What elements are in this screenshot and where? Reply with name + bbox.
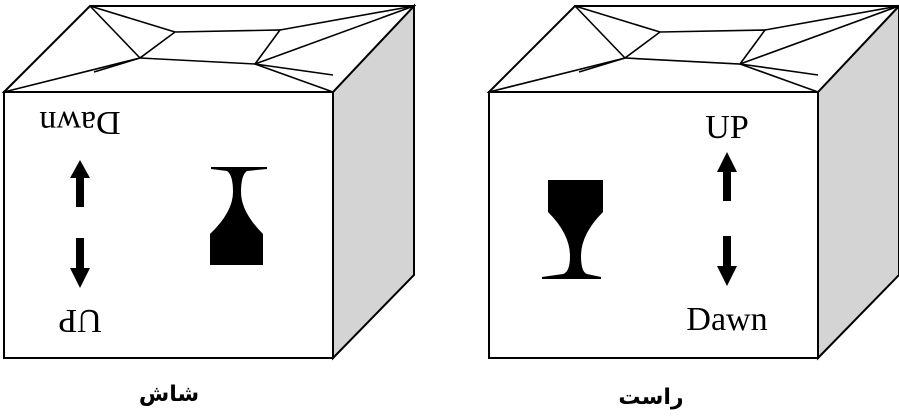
upright-wine-glass-icon xyxy=(542,180,603,279)
box-flap-lines xyxy=(488,5,899,93)
label-bottom-text: UP xyxy=(58,302,101,339)
box-flap-lines xyxy=(3,5,415,93)
label-bottom-text: Dawn xyxy=(686,301,767,338)
caption-wrong: شاش xyxy=(139,382,199,407)
arrow-down-icon xyxy=(70,238,90,288)
label-top-text: Dawn xyxy=(39,104,120,141)
box-front-face xyxy=(3,91,334,359)
arrow-up-icon xyxy=(717,152,737,201)
box-upside-down: Dawn UP xyxy=(1,3,417,361)
caption-correct: راست xyxy=(618,385,683,410)
label-top-text: UP xyxy=(705,109,748,146)
upside-down-wine-glass-icon xyxy=(210,167,267,265)
box-upright: UP Dawn xyxy=(486,4,899,361)
box-top-tape xyxy=(137,29,282,65)
arrow-up-icon xyxy=(70,160,90,207)
box-top-tape xyxy=(622,29,767,65)
box-front-face xyxy=(488,91,819,359)
arrow-down-icon xyxy=(717,236,737,286)
